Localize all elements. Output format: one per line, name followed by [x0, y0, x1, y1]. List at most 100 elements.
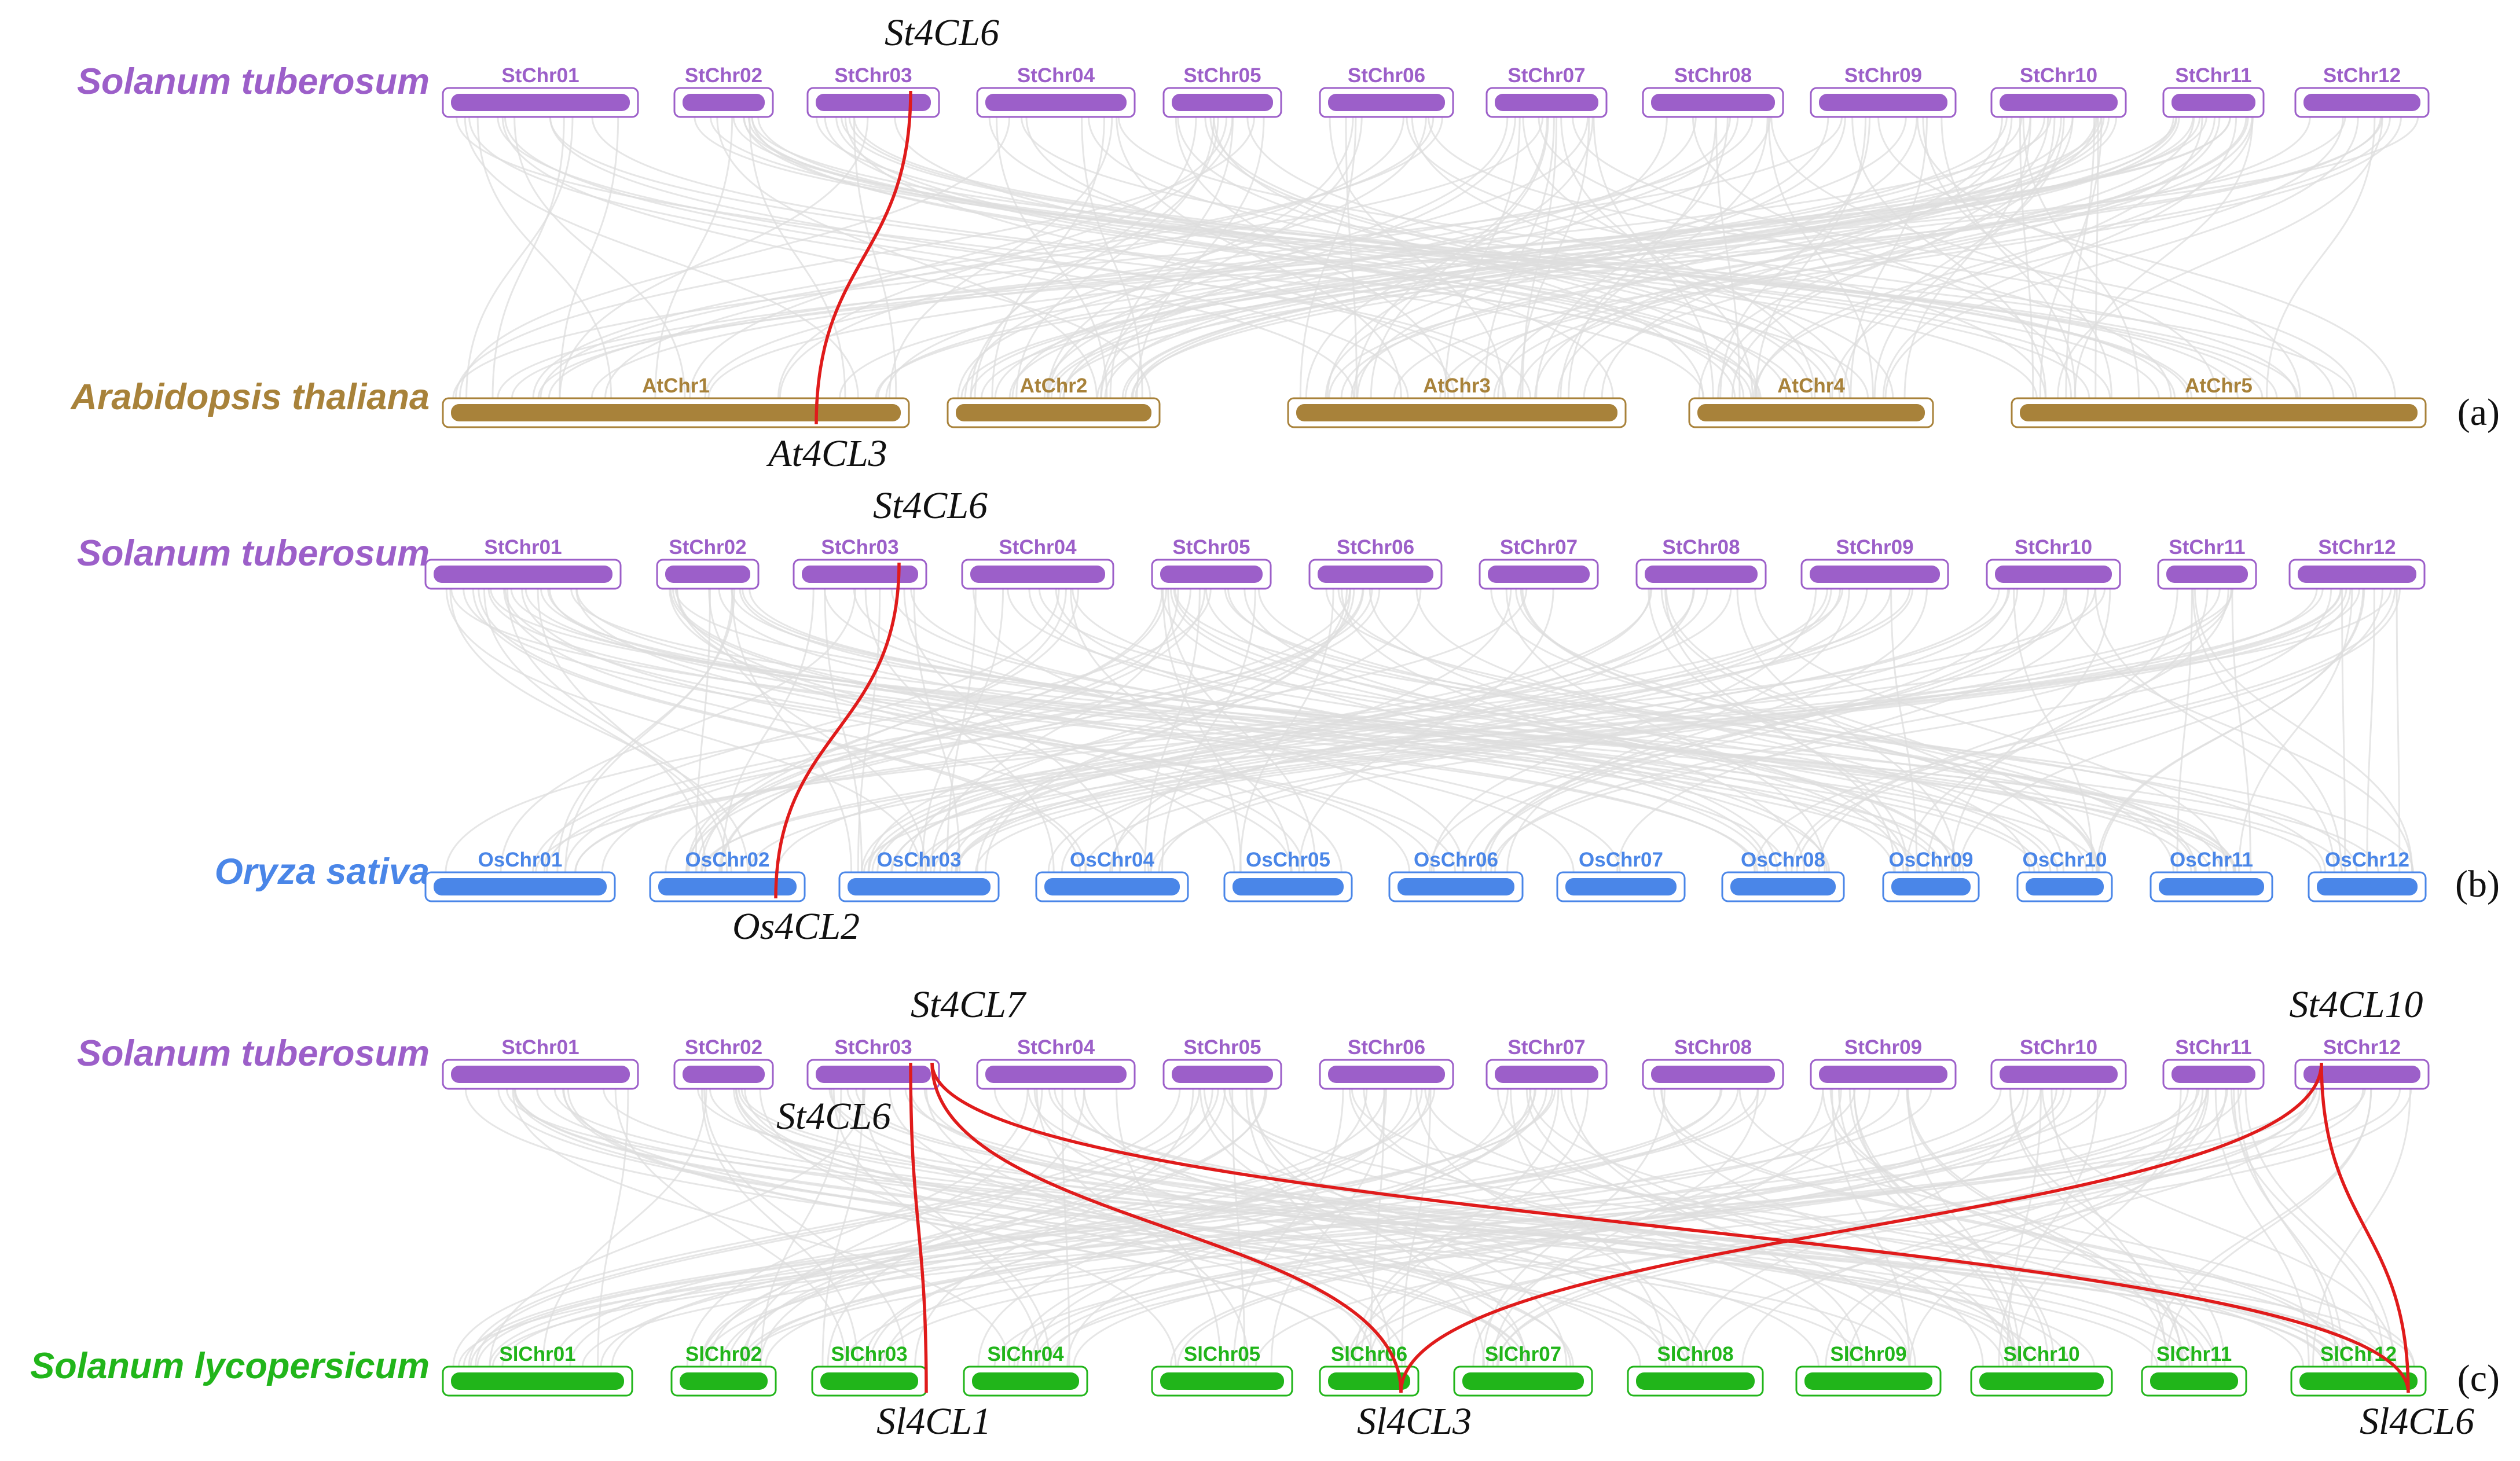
- synteny-curve: [1328, 116, 2247, 399]
- synteny-curve: [1884, 116, 2359, 399]
- synteny-curve: [1661, 1088, 2008, 1367]
- chromosome-label: StChr06: [1337, 536, 1414, 559]
- synteny-curve: [701, 588, 2392, 873]
- synteny-curve: [996, 116, 1108, 399]
- chromosome-bar: [985, 1066, 1127, 1083]
- synteny-curve: [1822, 1088, 2217, 1367]
- synteny-curve: [853, 588, 1766, 873]
- synteny-curve: [465, 116, 574, 399]
- synteny-curve: [491, 116, 565, 399]
- synteny-curve: [1738, 1088, 2386, 1367]
- chromosome-bar: [2303, 94, 2420, 111]
- chromosome-label: StChr04: [1017, 1036, 1095, 1059]
- chromosome-stchr04: StChr04: [976, 1036, 1136, 1090]
- chromosome-oschr11: OsChr11: [2149, 849, 2273, 902]
- chromosome-label: StChr07: [1507, 1036, 1585, 1059]
- synteny-curve: [591, 116, 1752, 399]
- chromosome-stchr02: StChr02: [656, 536, 760, 590]
- chromosome-stchr09: StChr09: [1810, 1036, 1957, 1090]
- chromosome-bar: [848, 878, 991, 895]
- synteny-curve: [450, 588, 1920, 873]
- synteny-curve: [1754, 588, 2396, 873]
- chromosome-bar: [1160, 1372, 1284, 1390]
- synteny-curve: [1616, 588, 2089, 873]
- chromosome-bar: [2317, 878, 2418, 895]
- synteny-curve: [1224, 588, 2358, 873]
- chromosome-stchr01: StChr01: [424, 536, 622, 590]
- chromosome-label: StChr03: [821, 536, 898, 559]
- chromosome-slchr05: SlChr05: [1151, 1343, 1293, 1397]
- synteny-curve: [975, 588, 2360, 873]
- chromosome-label: SlChr07: [1485, 1343, 1561, 1365]
- synteny-curve: [2176, 588, 2193, 873]
- chromosome-label: StChr03: [834, 1036, 912, 1059]
- chromosome-label: StChr12: [2318, 536, 2396, 559]
- chromosome-label: OsChr01: [478, 849, 563, 871]
- orthologous-links-2: [774, 562, 901, 899]
- chromosome-stchr11: StChr11: [2157, 536, 2257, 590]
- chromosome-stchr02: StChr02: [673, 64, 774, 118]
- chromosome-label: StChr05: [1183, 64, 1261, 87]
- synteny-curve: [1007, 588, 2052, 873]
- chromosome-label: SlChr05: [1184, 1343, 1260, 1365]
- synteny-curve: [718, 588, 1206, 873]
- synteny-curve: [1818, 588, 2229, 873]
- synteny-curve: [727, 1088, 1423, 1367]
- synteny-curve: [1890, 588, 1918, 873]
- chromosome-bar: [1979, 1372, 2104, 1390]
- synteny-curve: [1493, 116, 2253, 399]
- synteny-curve: [1170, 588, 1955, 873]
- chromosome-bar: [2000, 1066, 2118, 1083]
- chromosome-oschr01: OsChr01: [424, 849, 616, 902]
- chromosome-bar: [2026, 878, 2104, 895]
- synteny-curve: [514, 1088, 1910, 1367]
- synteny-curve: [1941, 116, 2077, 399]
- chromosome-label: AtChr4: [1777, 375, 1845, 397]
- chromosome-stchr05: StChr05: [1162, 1036, 1282, 1090]
- chromosome-label: OsChr02: [685, 849, 770, 871]
- chromosome-label: SlChr01: [499, 1343, 575, 1365]
- chromosome-bar: [802, 566, 918, 583]
- synteny-curve: [1359, 1088, 1589, 1367]
- synteny-curve: [916, 588, 2318, 873]
- synteny-curve: [1047, 116, 1354, 399]
- link-st4cl6-sl4cl1: [909, 1062, 928, 1393]
- chromosome-label: StChr10: [2020, 64, 2097, 87]
- synteny-curve: [733, 1088, 1388, 1367]
- synteny-curve: [988, 116, 1745, 399]
- synteny-curve: [977, 1088, 1368, 1367]
- synteny-curve: [458, 116, 1011, 399]
- chromosome-label: OsChr10: [2023, 849, 2107, 871]
- synteny-curve: [1131, 116, 2311, 399]
- chromosome-label: SlChr03: [831, 1343, 907, 1365]
- chromosome-bar: [2000, 94, 2118, 111]
- synteny-curve: [468, 116, 1355, 399]
- synteny-curve: [909, 1088, 2071, 1367]
- chromosome-atchr4: AtChr4: [1688, 375, 1934, 428]
- synteny-curve: [510, 588, 2235, 873]
- chromosome-slchr07: SlChr07: [1453, 1343, 1593, 1397]
- chromosome-bar: [683, 94, 765, 111]
- synteny-curve: [464, 116, 859, 399]
- panel2-bottom-species-label: Oryza sativa: [215, 851, 430, 892]
- synteny-background-1: [452, 116, 2419, 399]
- synteny-curve: [549, 116, 1506, 399]
- chromosome-label: StChr12: [2323, 64, 2401, 87]
- chromosome-stchr10: StChr10: [1990, 1036, 2127, 1090]
- chromosome-bar: [658, 878, 797, 895]
- chromosome-oschr09: OsChr09: [1882, 849, 1980, 902]
- synteny-curve: [463, 1088, 1723, 1367]
- chromosome-label: StChr11: [2175, 64, 2251, 87]
- synteny-curve: [1369, 588, 1909, 873]
- synteny-curve: [1341, 588, 1805, 873]
- synteny-curve: [1400, 1088, 1432, 1367]
- panel-label-3: (c): [2457, 1357, 2500, 1400]
- chromosome-stchr11: StChr11: [2162, 64, 2265, 118]
- chromosome-label: StChr02: [685, 1036, 762, 1059]
- chromosome-label: StChr09: [1836, 536, 1913, 559]
- synteny-curve: [1231, 1088, 1246, 1367]
- synteny-curve: [457, 1088, 2200, 1367]
- synteny-curve: [2192, 588, 2343, 873]
- synteny-curve: [1250, 1088, 1568, 1367]
- synteny-curve: [830, 1088, 1572, 1367]
